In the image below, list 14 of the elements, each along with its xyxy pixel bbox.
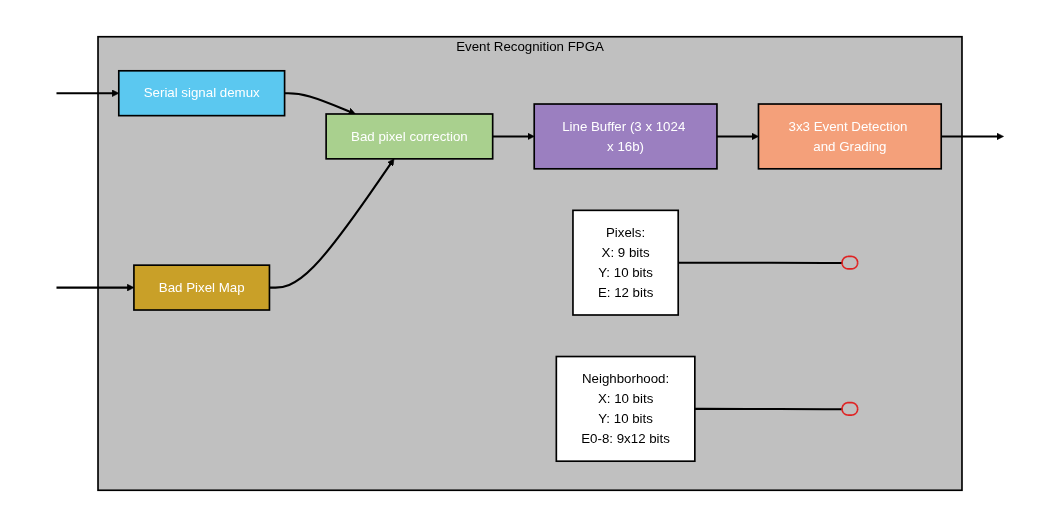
arrow xyxy=(269,158,395,289)
node-box: Bad Pixel Map xyxy=(133,264,271,311)
node-box: Pixels: X: 9 bits Y: 10 bits E: 12 bits xyxy=(572,209,680,316)
node-box: Line Buffer (3 x 1024 x 16b) xyxy=(533,103,718,170)
node-box: Bad pixel correction xyxy=(325,113,494,160)
node-box: Serial signal demux xyxy=(117,69,286,117)
node-box: 3x3 Event Detection and Grading xyxy=(757,103,943,170)
connector xyxy=(678,261,843,265)
arrow xyxy=(716,132,759,141)
arrow xyxy=(284,92,356,115)
connector xyxy=(694,407,843,411)
arrow xyxy=(492,132,535,141)
node-box: Neighborhood: X: 10 bits Y: 10 bits E0-8: 9x12 bits xyxy=(555,355,696,462)
arrow xyxy=(941,132,1004,141)
